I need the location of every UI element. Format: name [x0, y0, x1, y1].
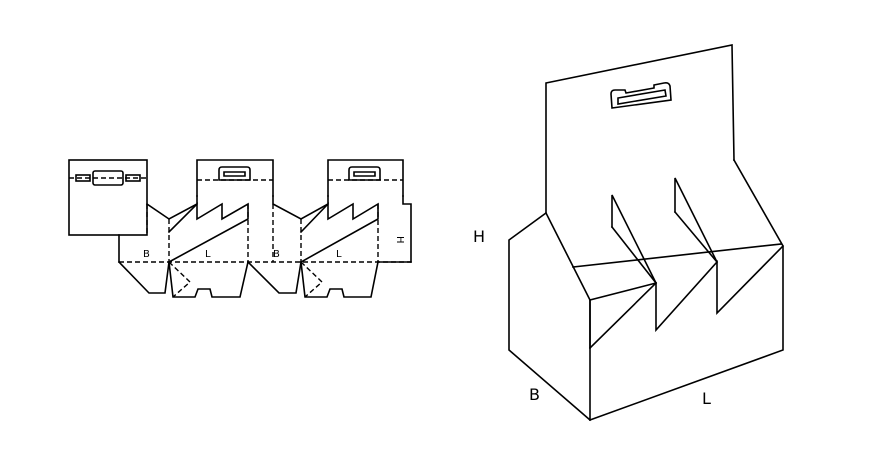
carrier-label-b: B: [529, 385, 540, 404]
dieline-label-b-right: B: [273, 249, 280, 260]
divider-cut-left: [167, 202, 249, 264]
dieline-label-l-left: L: [205, 249, 211, 260]
carrier-handle-cutout: [610, 82, 672, 109]
carrier-handle-panel: [545, 44, 735, 214]
assembled-carrier: H B L: [473, 44, 785, 422]
handle-panel-right: [327, 159, 404, 197]
carrier-label-l: L: [702, 389, 711, 408]
carrier-label-h: H: [473, 227, 485, 246]
carrier-front-wall: [589, 244, 785, 349]
divider-cut-right: [299, 202, 379, 264]
dieline-label-l-right: L: [336, 249, 342, 260]
carrier-divider-2: [674, 177, 719, 264]
bottom-flap-b-left: [117, 260, 170, 294]
bottom-flap-l-left: [168, 261, 249, 298]
dieline-top-edge-mid: [272, 195, 329, 220]
dieline-label-b-left: B: [143, 249, 150, 260]
flat-dieline: B L B L H: [68, 159, 412, 298]
dieline-top-edge: [145, 195, 198, 220]
carrier-left-end: [508, 211, 592, 422]
dieline-top-edge-right: [402, 195, 412, 263]
carrier-divider-1: [611, 194, 658, 285]
dieline-label-h: H: [394, 236, 405, 244]
carrier-right-back: [588, 158, 784, 422]
handle-panel-middle: [196, 159, 274, 197]
handle-panel-left: [68, 159, 148, 236]
bottom-flap-b-right: [246, 260, 302, 294]
bottom-flap-l-right: [300, 261, 379, 298]
